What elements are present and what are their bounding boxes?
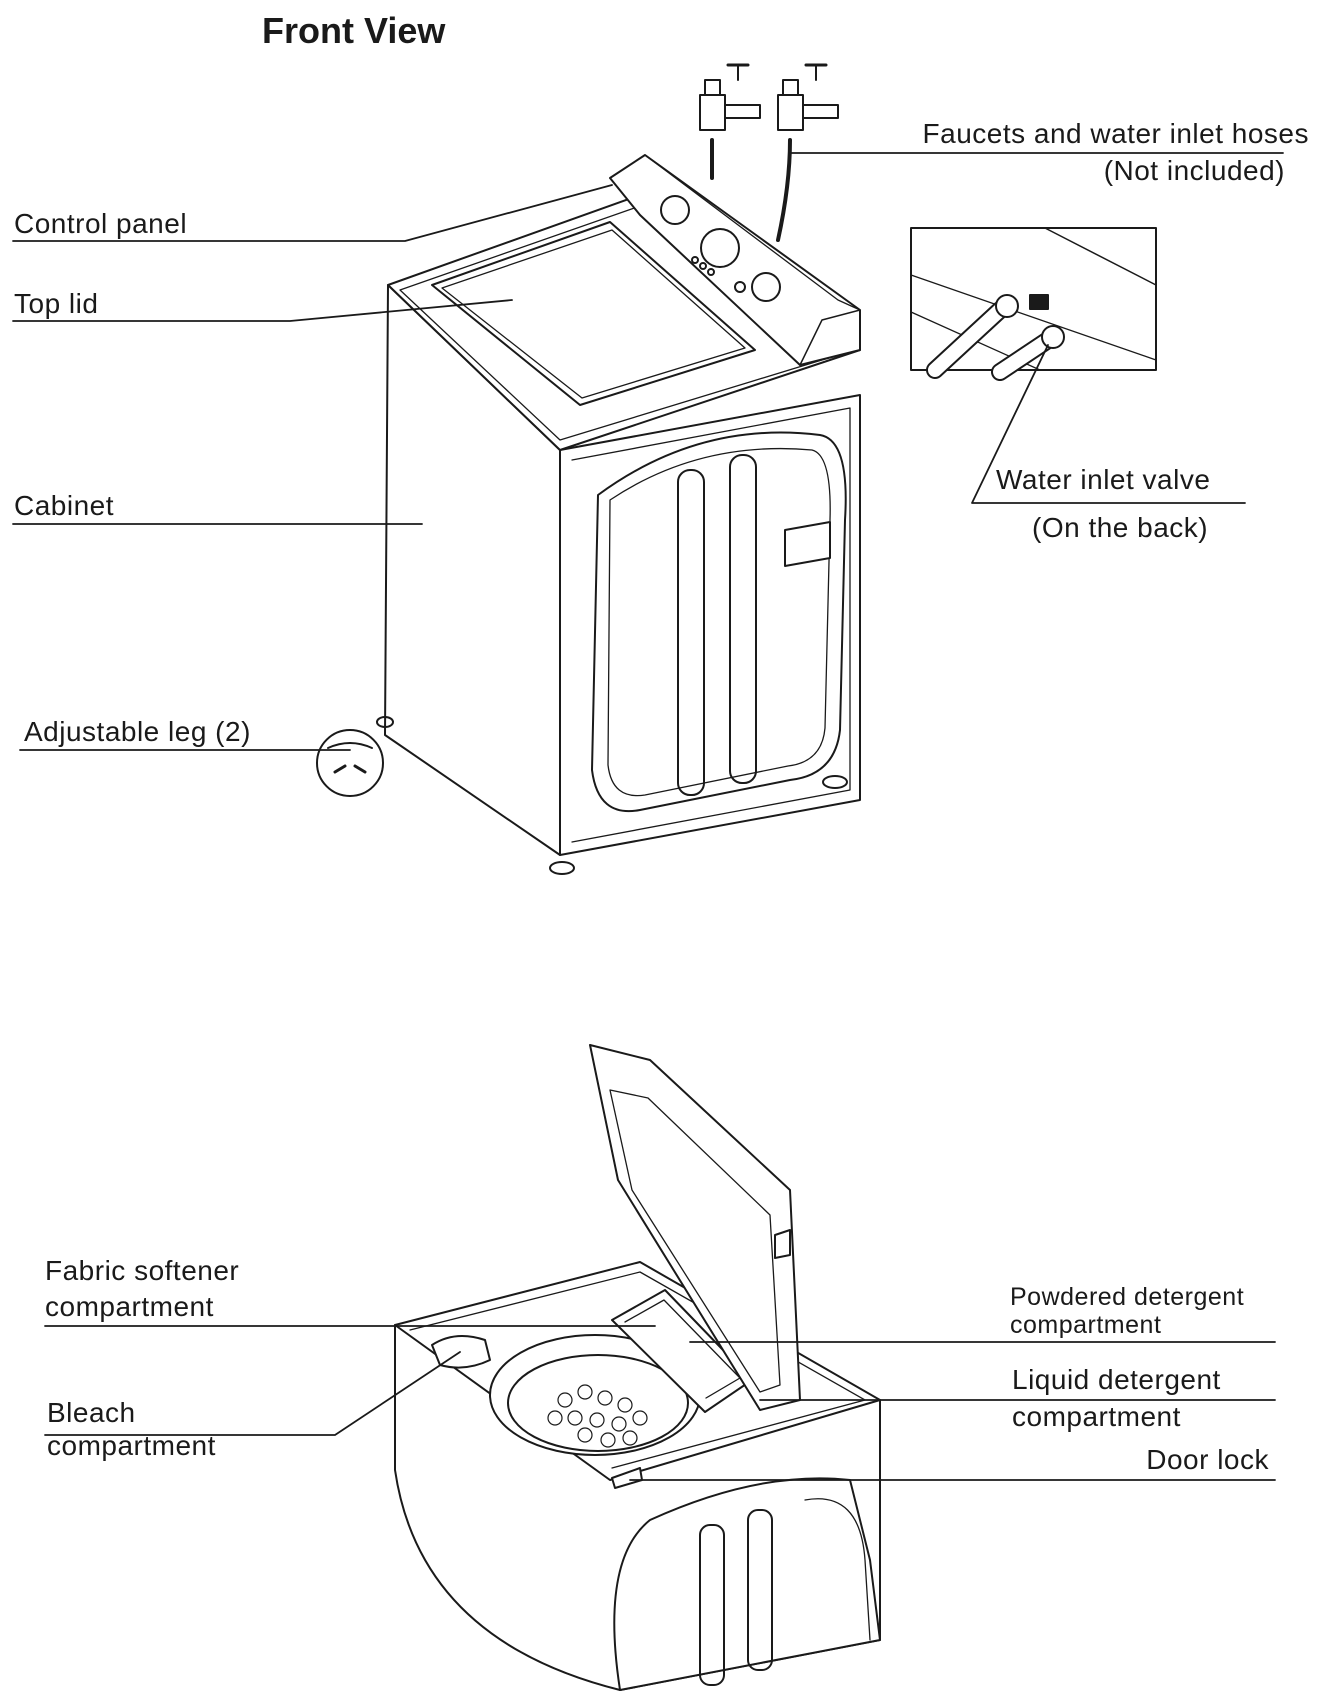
label-liquid-detergent-line2: compartment xyxy=(1012,1401,1181,1432)
leader-water-inlet-valve xyxy=(971,344,1246,504)
top-lid xyxy=(431,221,756,406)
faucet-left-icon xyxy=(699,63,761,131)
page-title: Front View xyxy=(262,10,446,51)
knob-left xyxy=(660,195,690,225)
water-inlet-hose-right xyxy=(776,138,792,242)
label-powdered-detergent-line2: compartment xyxy=(1010,1311,1162,1339)
label-cabinet: Cabinet xyxy=(14,490,115,521)
label-powdered-detergent-line1: Powdered detergent xyxy=(1010,1283,1245,1311)
leader-top-lid xyxy=(12,299,513,322)
leader-lines xyxy=(12,152,1284,1481)
label-adjustable-leg: Adjustable leg (2) xyxy=(24,716,251,747)
leader-control-panel xyxy=(12,184,613,242)
label-door-lock: Door lock xyxy=(1146,1444,1269,1475)
drum-pattern xyxy=(547,1384,648,1448)
label-liquid-detergent-line1: Liquid detergent xyxy=(1012,1364,1221,1395)
faucet-right-icon xyxy=(777,63,839,131)
water-inlet-valve-inset xyxy=(910,227,1157,381)
label-fabric-softener-line1: Fabric softener xyxy=(45,1255,240,1286)
knob-center xyxy=(700,228,740,268)
label-water-inlet-valve-line1: Water inlet valve xyxy=(996,464,1211,495)
label-fabric-softener-line2: compartment xyxy=(45,1291,214,1322)
leader-bleach xyxy=(44,1351,461,1436)
label-water-inlet-valve-line2: (On the back) xyxy=(1032,512,1209,543)
label-faucets-line2: (Not included) xyxy=(1103,155,1285,186)
knob-right xyxy=(751,272,781,302)
label-faucets-line1: Faucets and water inlet hoses xyxy=(922,118,1309,149)
label-bleach-line1: Bleach xyxy=(47,1397,136,1428)
front-door-panel xyxy=(591,431,847,813)
label-top-lid: Top lid xyxy=(14,288,99,319)
washer-open-view xyxy=(394,1044,881,1691)
bleach-compartment-cup xyxy=(431,1335,491,1369)
adjustable-leg-detail xyxy=(316,729,384,797)
label-control-panel: Control panel xyxy=(14,208,188,239)
washer-front-view xyxy=(316,63,861,875)
label-bleach-line2: compartment xyxy=(47,1430,216,1461)
door-handle xyxy=(784,521,831,567)
